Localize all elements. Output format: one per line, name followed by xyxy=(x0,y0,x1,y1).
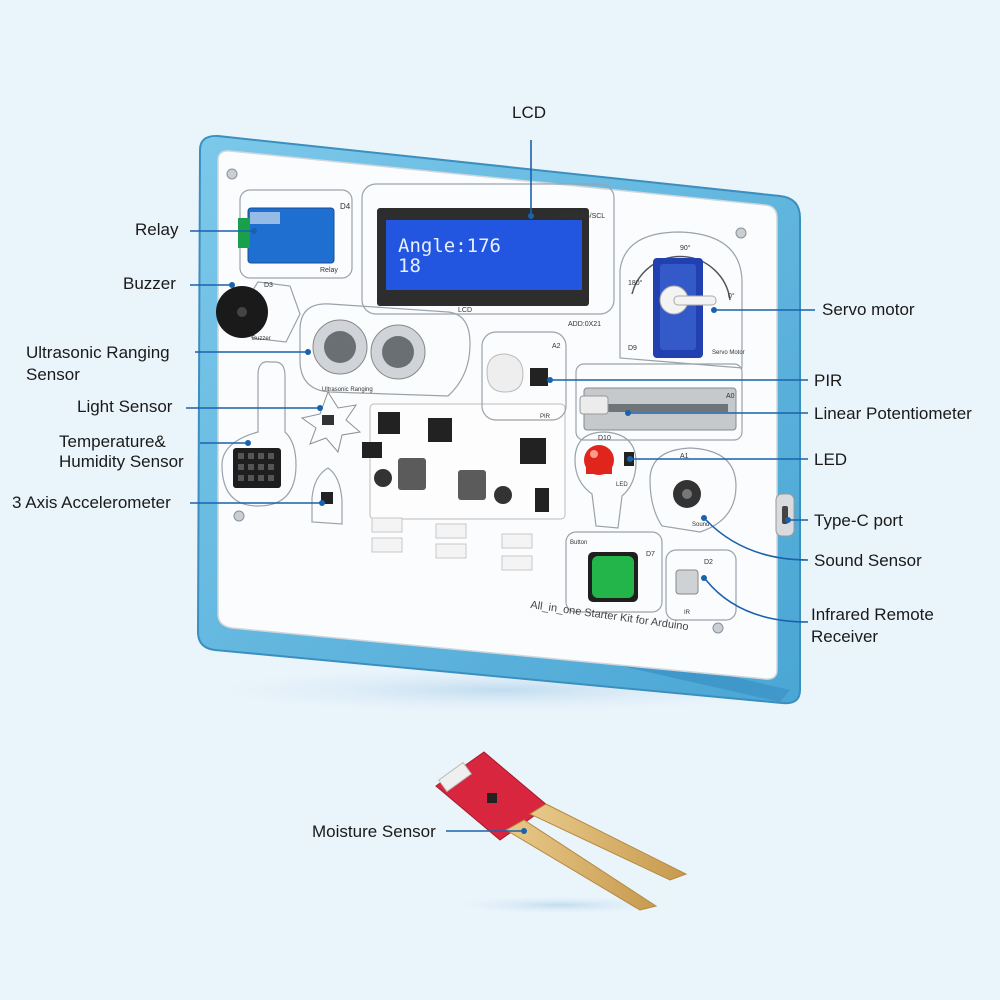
screw-icon xyxy=(226,168,238,180)
relay-module: D4 Relay xyxy=(238,189,353,279)
moisture-sensor-label: Moisture Sensor xyxy=(312,822,436,841)
servo-module: 90° 180° 0° D9 Servo Motor xyxy=(619,231,745,369)
svg-text:90°: 90° xyxy=(680,244,691,252)
sound-sensor-label: Sound Sensor xyxy=(814,551,922,570)
moisture-sensor xyxy=(435,751,688,911)
temp-humidity-label-line2: Humidity Sensor xyxy=(59,452,184,471)
svg-text:180°: 180° xyxy=(628,279,643,287)
ultrasonic-label-line1: Ultrasonic Ranging xyxy=(26,343,170,362)
sound-sensor-module: A1 Sound xyxy=(649,447,737,533)
svg-text:D3: D3 xyxy=(264,282,273,289)
svg-text:Button: Button xyxy=(570,540,587,546)
svg-text:D9: D9 xyxy=(628,345,637,352)
ultrasonic-label-line2: Sensor xyxy=(26,365,80,384)
screw-icon xyxy=(735,227,747,239)
screw-icon xyxy=(233,510,245,522)
led-label: LED xyxy=(814,450,848,469)
svg-text:Servo Motor: Servo Motor xyxy=(712,350,745,356)
lcd-line-2: 18 xyxy=(398,255,421,277)
ir-receiver-label-line1: Infrared Remote xyxy=(811,605,934,624)
servo-label: Servo motor xyxy=(822,300,915,319)
relay-label: Relay xyxy=(135,220,179,239)
probe-shadow xyxy=(440,895,680,915)
ultrasonic-module: Ultrasonic Ranging xyxy=(299,303,471,397)
light-sensor-label: Light Sensor xyxy=(77,397,173,416)
pir-label: PIR xyxy=(814,371,843,390)
light-sensor-module xyxy=(300,390,362,454)
svg-text:A4/SDA A5/SCL: A4/SDA A5/SCL xyxy=(555,213,605,220)
lcd-label: LCD xyxy=(512,103,547,122)
button-module: Button D7 xyxy=(565,531,663,613)
svg-text:LED: LED xyxy=(616,482,628,488)
svg-text:Relay: Relay xyxy=(320,267,338,274)
central-pcb xyxy=(362,403,566,520)
svg-text:D2: D2 xyxy=(704,559,713,566)
svg-text:Ultrasonic Ranging: Ultrasonic Ranging xyxy=(322,387,373,393)
svg-text:D4: D4 xyxy=(340,202,351,211)
temp-humidity-label-line1: Temperature& xyxy=(59,432,166,451)
grove-connectors xyxy=(371,517,533,571)
linear-potentiometer-module: A0 xyxy=(575,363,743,441)
typec-label: Type-C port xyxy=(814,511,903,530)
ir-receiver-label-line2: Receiver xyxy=(811,627,879,646)
pir-module: A2 PIR xyxy=(481,331,567,421)
svg-text:A2: A2 xyxy=(552,343,561,350)
svg-text:0°: 0° xyxy=(728,292,735,300)
svg-text:ADD:0X21: ADD:0X21 xyxy=(568,321,601,328)
svg-text:IR: IR xyxy=(684,610,691,616)
lcd-module: Angle:176 18 A4/SDA A5/SCL ADD:0X21 LCD xyxy=(361,183,615,328)
svg-text:D10: D10 xyxy=(598,435,611,442)
buzzer-module: D3 Buzzer xyxy=(216,281,301,343)
buzzer-label: Buzzer xyxy=(123,274,176,293)
linear-potentiometer-label: Linear Potentiometer xyxy=(814,404,972,423)
temperature-humidity-module xyxy=(221,361,297,507)
ir-receiver-module: D2 IR xyxy=(665,549,737,621)
lcd-line-1: Angle:176 xyxy=(398,235,501,257)
svg-text:LCD: LCD xyxy=(458,307,472,314)
leader-lines xyxy=(186,140,815,832)
svg-text:Sound: Sound xyxy=(692,522,709,528)
svg-text:PIR: PIR xyxy=(540,414,551,420)
screw-icon xyxy=(712,622,724,634)
svg-text:Buzzer: Buzzer xyxy=(252,336,271,342)
svg-text:A0: A0 xyxy=(726,393,735,400)
svg-text:D7: D7 xyxy=(646,551,655,558)
leader-dots xyxy=(229,213,791,834)
svg-text:A1: A1 xyxy=(680,453,689,460)
typec-port xyxy=(775,493,795,537)
accelerometer-label: 3 Axis Accelerometer xyxy=(12,493,171,512)
